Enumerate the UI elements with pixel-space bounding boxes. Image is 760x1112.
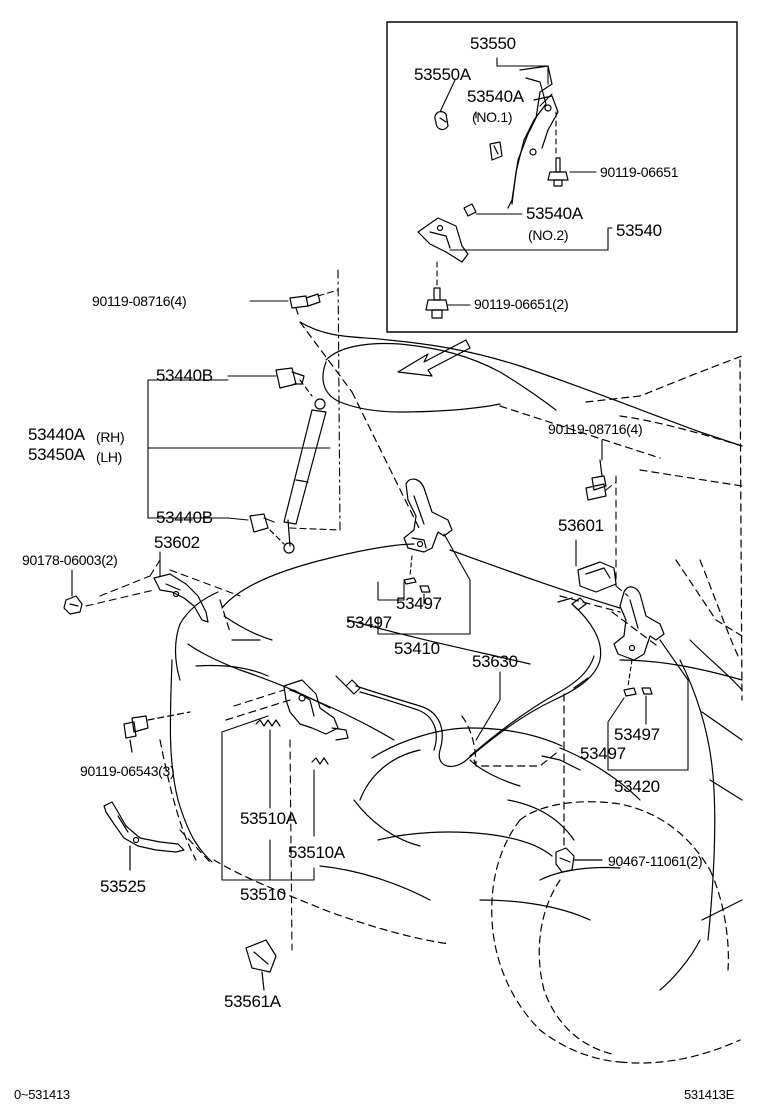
label-no2: (NO.2) — [528, 227, 569, 243]
label-lh: (LH) — [96, 449, 123, 465]
label-53440b-top: 53440B — [156, 366, 213, 385]
hood-hinge-left — [403, 478, 453, 593]
label-53450a: 53450A — [28, 445, 85, 464]
label-no1: (NO.1) — [472, 109, 513, 125]
clip-90467-11061 — [555, 693, 603, 873]
label-53510a-b: 53510A — [288, 843, 345, 862]
footer-left-code: 0~531413 — [14, 1087, 70, 1102]
label-90178-06003-2: 90178-06003(2) — [22, 552, 118, 568]
label-90119-08716-4-right: 90119-08716(4) — [548, 421, 643, 437]
label-53601: 53601 — [558, 516, 604, 535]
support-53602 — [153, 573, 209, 623]
bracket-53525 — [103, 801, 185, 871]
label-90119-08716-4-left: 90119-08716(4) — [92, 293, 187, 309]
label-53497-c: 53497 — [614, 725, 660, 744]
hood-hinge-right — [613, 586, 665, 697]
label-53550: 53550 — [470, 34, 516, 53]
right-fender-wheel — [539, 639, 743, 991]
inset-bracket-no2 — [417, 203, 477, 263]
hinge-right-leaders — [607, 639, 689, 771]
label-90119-06543-3: 90119-06543(3) — [80, 763, 175, 779]
label-53510: 53510 — [240, 885, 286, 904]
hood-support-strut — [283, 398, 327, 554]
label-90119-06651-2: 90119-06651(2) — [474, 296, 569, 312]
label-53540a-mid: 53540A — [526, 204, 583, 223]
label-90119-06651: 90119-06651 — [600, 164, 679, 180]
label-53410: 53410 — [394, 639, 440, 658]
bolt-90119-08716-right — [585, 459, 607, 501]
label-53540a-top: 53540A — [467, 87, 524, 106]
engine-bay-outline — [169, 543, 621, 863]
ball-stud-bottom — [249, 513, 285, 545]
label-53630: 53630 — [472, 652, 518, 671]
hood-release-cable — [335, 597, 602, 767]
label-rh: (RH) — [96, 429, 125, 445]
label-53497-b: 53497 — [346, 613, 392, 632]
left-guide-lines — [289, 269, 341, 531]
bolt-90119-08716-left — [289, 293, 321, 315]
inset-clip-no1 — [489, 141, 503, 161]
lock-leaders — [221, 689, 315, 951]
inset-support-rod — [507, 65, 559, 209]
wheel-arch-dashed — [491, 359, 743, 1064]
clip-90178-06003 — [63, 595, 83, 615]
footer-right-code: 531413E — [684, 1087, 734, 1102]
inset-leaders — [436, 57, 613, 306]
hood-lock-53510 — [283, 679, 349, 741]
cable-leader — [475, 671, 501, 741]
inset-bolt-top — [547, 157, 569, 187]
label-53440a: 53440A — [28, 425, 85, 444]
label-90467-11061-2: 90467-11061(2) — [608, 853, 703, 869]
ball-stud-top — [275, 367, 313, 397]
hood-panel — [299, 321, 743, 531]
left-label-leaders — [71, 300, 603, 597]
front-end-body — [319, 727, 641, 921]
label-53602: 53602 — [154, 533, 200, 552]
label-53525: 53525 — [100, 877, 146, 896]
hood-arrow — [397, 339, 471, 377]
label-53510a-a: 53510A — [240, 809, 297, 828]
lock-springs — [255, 719, 329, 765]
label-53497-a: 53497 — [396, 594, 442, 613]
label-53420: 53420 — [614, 777, 660, 796]
label-53440b-bottom: 53440B — [156, 508, 213, 527]
inset-frame — [386, 21, 738, 333]
hood-bumper-53601 — [577, 561, 617, 593]
protector-53561a — [245, 939, 277, 991]
engine-bay-dashed — [159, 595, 661, 945]
support-53602-guides — [85, 559, 241, 607]
inset-clip-53550a — [434, 110, 449, 131]
hinge-left-leaders — [377, 533, 471, 635]
label-53561a: 53561A — [224, 992, 281, 1011]
right-guide-lines — [605, 475, 629, 597]
bolt-90119-06543 — [123, 711, 191, 753]
label-53497-d: 53497 — [580, 744, 626, 763]
label-53550a: 53550A — [414, 65, 471, 84]
label-53540: 53540 — [616, 221, 662, 240]
inset-bolt-bottom — [425, 287, 449, 319]
